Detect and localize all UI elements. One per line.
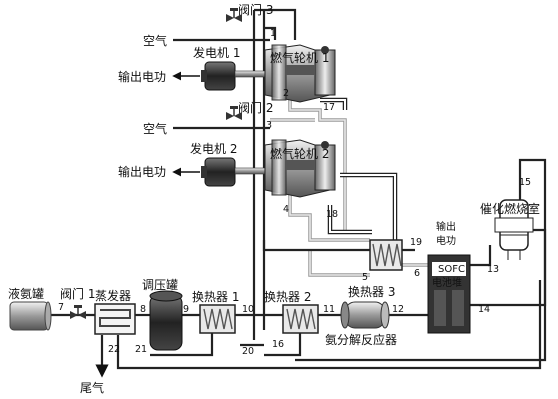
stream-11: 11 xyxy=(323,304,335,315)
liquid-ammonia-tank xyxy=(10,302,51,330)
stream-14: 14 xyxy=(478,304,490,315)
stream-21: 21 xyxy=(135,344,147,355)
stream-10: 10 xyxy=(242,304,254,315)
valve-1 xyxy=(70,305,86,319)
heat-exchanger-3-label: 换热器 3 xyxy=(348,285,395,299)
output-arrows xyxy=(174,76,200,172)
stream-16: 16 xyxy=(272,339,284,350)
valve-2-label: 阀门 2 xyxy=(238,100,273,115)
output-power-1-label: 输出电功 xyxy=(118,69,166,84)
evaporator xyxy=(95,304,135,334)
generator-2 xyxy=(201,158,267,186)
reactor-label: 氨分解反应器 xyxy=(325,332,397,347)
sofc-output-label-line2: 电功 xyxy=(436,234,456,247)
generator-2-label: 发电机 2 xyxy=(190,141,237,156)
gas-turbine-1-label: 燃气轮机 1 xyxy=(270,50,329,65)
stream-15: 15 xyxy=(519,177,531,188)
heat-exchanger-1-label: 换热器 1 xyxy=(192,290,239,304)
stream-2: 2 xyxy=(283,88,289,99)
pipe-stream-5 xyxy=(310,250,370,275)
surge-tank xyxy=(150,291,182,350)
stream-9: 9 xyxy=(183,304,189,315)
generator-1 xyxy=(201,62,267,90)
surge-tank-label: 调压罐 xyxy=(142,278,178,292)
evaporator-label: 蒸发器 xyxy=(95,288,131,303)
labels: 阀门 3 阀门 2 阀门 1 空气 空气 发电机 1 发电机 2 输出电功 输出… xyxy=(8,2,540,395)
pipe-stream-13 xyxy=(470,245,490,265)
air-2-label: 空气 xyxy=(143,121,167,136)
heat-exchanger-2-label: 换热器 2 xyxy=(264,290,311,304)
stream-18: 18 xyxy=(326,209,338,220)
stream-20: 20 xyxy=(242,346,254,357)
output-power-2-label: 输出电功 xyxy=(118,164,166,179)
gas-turbine-2-label: 燃气轮机 2 xyxy=(270,146,329,161)
stream-19: 19 xyxy=(410,237,422,248)
stream-5: 5 xyxy=(362,272,368,283)
sofc-output-label-line1: 输出 xyxy=(436,220,456,233)
stream-1: 1 xyxy=(270,28,276,39)
stream-13: 13 xyxy=(487,264,499,275)
ammonia-decomposition-reactor xyxy=(341,302,389,328)
heat-exchanger-3 xyxy=(370,240,402,270)
sofc-label-line2: 电池堆 xyxy=(432,276,462,289)
stream-22: 22 xyxy=(108,344,120,355)
stream-6: 6 xyxy=(414,268,420,279)
air-1-label: 空气 xyxy=(143,33,167,48)
valve-1-label: 阀门 1 xyxy=(60,286,95,301)
heat-exchanger-1 xyxy=(200,305,235,333)
stream-17: 17 xyxy=(323,102,335,113)
stream-3: 3 xyxy=(266,120,272,131)
generator-1-label: 发电机 1 xyxy=(193,45,240,60)
sofc-label-line1: SOFC xyxy=(438,264,465,275)
combustor-label: 催化燃烧室 xyxy=(480,201,540,216)
exhaust-label: 尾气 xyxy=(80,380,104,395)
stream-4: 4 xyxy=(283,204,289,215)
ammonia-tank-label: 液氨罐 xyxy=(8,286,44,301)
valve-3-label: 阀门 3 xyxy=(238,2,273,17)
stream-7: 7 xyxy=(58,302,64,313)
stream-8: 8 xyxy=(140,304,146,315)
stream-12: 12 xyxy=(392,304,404,315)
heat-exchanger-2 xyxy=(283,305,318,333)
